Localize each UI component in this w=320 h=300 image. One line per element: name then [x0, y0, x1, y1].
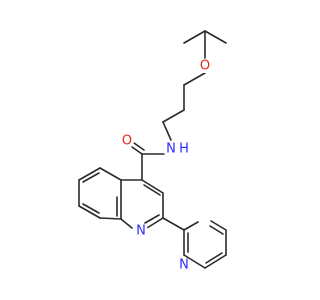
bond	[210, 220, 227, 231]
nitrogen-atom-amide: N	[166, 142, 176, 157]
nitrogen-atom-quinoline: N	[136, 224, 146, 239]
bond	[78, 167, 101, 181]
oxygen-atom-ether: O	[200, 59, 210, 74]
oxygen-atom-carbonyl: O	[122, 134, 132, 149]
bond	[183, 30, 206, 44]
atom-background	[164, 142, 178, 156]
bond	[162, 217, 185, 231]
molecule-structure: O O N H N N	[78, 30, 227, 273]
bond	[120, 218, 133, 229]
bonds	[78, 30, 227, 269]
bond	[204, 30, 227, 44]
bond	[144, 214, 160, 224]
hydrogen-atom-amide: H	[179, 142, 189, 157]
bond	[204, 254, 227, 269]
bond	[143, 184, 161, 196]
bond	[141, 179, 164, 194]
atom-background	[134, 224, 148, 238]
bond	[82, 172, 100, 183]
bond	[209, 225, 224, 235]
bond	[99, 167, 122, 181]
atom-background	[120, 134, 134, 148]
bond	[99, 217, 122, 220]
bond	[78, 205, 101, 219]
atom-background	[198, 59, 212, 73]
bond	[183, 72, 206, 86]
bond	[82, 203, 100, 214]
bond	[146, 217, 164, 229]
bond	[183, 254, 206, 269]
atom-background	[177, 258, 191, 272]
atom-labels: O O N H N N	[120, 59, 212, 273]
bond	[131, 146, 143, 155]
bond	[162, 109, 185, 123]
atom-background	[178, 143, 190, 155]
bond	[183, 221, 199, 231]
bond	[162, 121, 172, 141]
bond	[205, 252, 223, 264]
bond	[133, 142, 145, 151]
nitrogen-atom-pyridine: N	[179, 258, 189, 273]
